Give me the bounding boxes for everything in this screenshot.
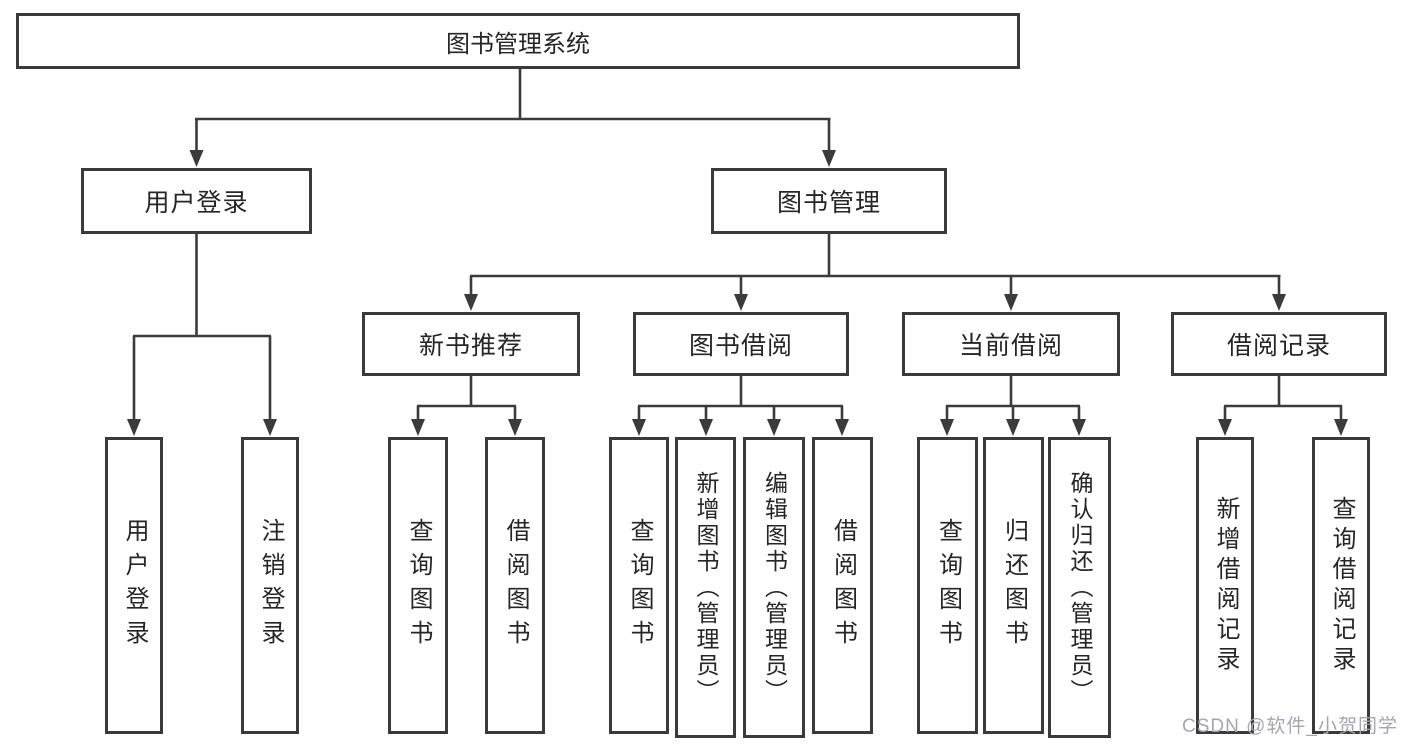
leaf-label: 查询图书 [626, 517, 653, 654]
node-label: 借阅记录 [1226, 332, 1331, 360]
node-label: 图书管理 [776, 189, 881, 217]
leaf-label: 借阅图书 [502, 517, 529, 654]
leaf-label: 编辑图书（管理员） [761, 470, 788, 705]
leaf-label: 借阅图书 [829, 517, 857, 654]
leaf-logout: 注销登录 [241, 437, 299, 734]
leaf-label: 查询图书 [934, 517, 962, 654]
leaf-label: 注销登录 [257, 517, 284, 654]
leaf-label: 新增借阅记录 [1212, 495, 1239, 676]
leaf-add-book-admin: 新增图书（管理员） [675, 437, 736, 738]
leaf-add-borrow-record: 新增借阅记录 [1196, 437, 1254, 734]
leaf-label: 查询借阅记录 [1328, 495, 1355, 676]
node-book-borrow: 图书借阅 [633, 312, 849, 376]
node-label: 图书借阅 [688, 332, 793, 360]
node-current-borrow: 当前借阅 [902, 312, 1120, 376]
node-label: 当前借阅 [958, 332, 1063, 360]
node-user-login: 用户登录 [81, 168, 312, 234]
leaf-label: 确认归还（管理员） [1067, 470, 1093, 705]
leaf-label: 新增图书（管理员） [693, 470, 719, 705]
leaf-edit-book-admin: 编辑图书（管理员） [743, 437, 805, 738]
node-borrow-records: 借阅记录 [1171, 312, 1387, 376]
leaf-confirm-return-admin: 确认归还（管理员） [1048, 437, 1111, 738]
csdn-watermark: CSDN @软件_小贺同学 [1182, 716, 1398, 737]
leaf-borrow-books: 借阅图书 [812, 437, 873, 734]
leaf-borrow-books-recommend: 借阅图书 [485, 437, 545, 734]
leaf-query-books-recommend: 查询图书 [388, 437, 448, 734]
node-book-management: 图书管理 [711, 168, 947, 234]
leaf-label: 归还图书 [1000, 517, 1028, 654]
leaf-label: 查询图书 [405, 517, 432, 654]
node-library-management-system: 图书管理系统 [16, 13, 1020, 69]
leaf-query-borrow-record: 查询借阅记录 [1312, 437, 1370, 734]
node-label: 用户登录 [144, 189, 249, 217]
node-new-book-recommend: 新书推荐 [362, 312, 580, 376]
leaf-query-books-borrow: 查询图书 [609, 437, 669, 734]
node-label: 图书管理系统 [446, 30, 590, 58]
leaf-user-login: 用户登录 [105, 437, 163, 734]
leaf-label: 用户登录 [121, 517, 148, 654]
leaf-return-book: 归还图书 [983, 437, 1044, 734]
node-label: 新书推荐 [418, 332, 523, 360]
leaf-query-books-current: 查询图书 [917, 437, 978, 734]
